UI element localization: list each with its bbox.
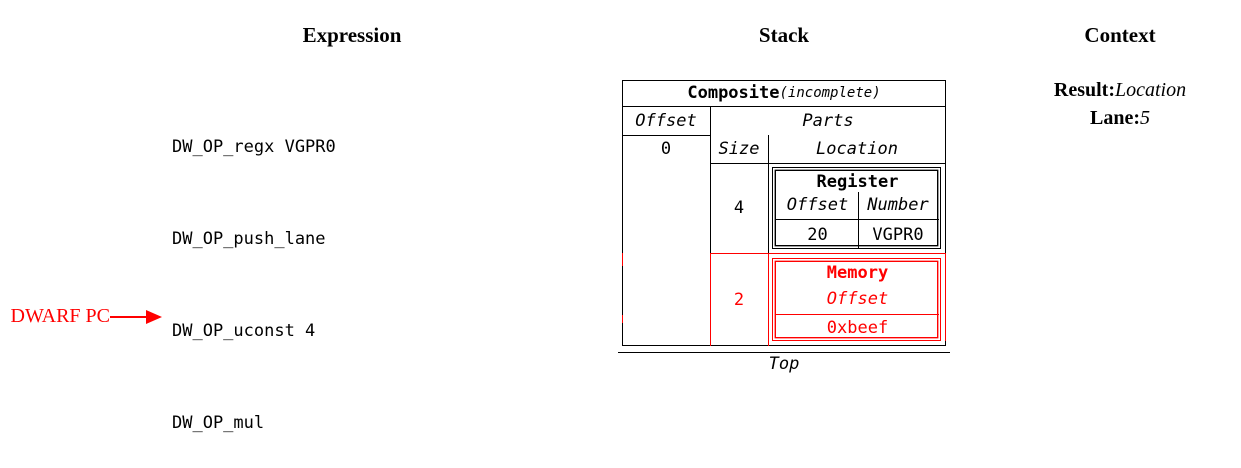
memory-location-box: Memory Offset 0xbeef [772, 258, 941, 341]
expression-opcode-list: DW_OP_regx VGPR0 DW_OP_push_lane DW_OP_u… [172, 71, 366, 468]
memory-title: Memory [826, 263, 889, 283]
size-column-header: Size [718, 139, 760, 159]
opcode-line: DW_OP_uconst 4 [172, 321, 316, 342]
left-border-highlight-tick [622, 253, 624, 266]
offset-header-divider [622, 135, 710, 137]
composite-header-divider [622, 106, 946, 108]
left-border-highlight-tick [622, 315, 624, 323]
right-border-highlight-segment [944, 253, 946, 341]
memory-offset-value: 0xbeef [826, 318, 889, 338]
dwarf-pc-arrow-icon [146, 310, 162, 324]
dwarf-pc-arrow-line [110, 316, 148, 318]
size-location-divider-highlight [768, 253, 770, 346]
memory-offset-header: Offset [826, 288, 889, 309]
context-lane-line: Lane:5 [1000, 104, 1240, 132]
offset-column-header: Offset [635, 110, 697, 131]
dwarf-pc-label: DWARF PC [10, 305, 110, 327]
size-location-divider [768, 135, 770, 253]
offset-parts-divider-highlight [710, 253, 712, 346]
part-size-value-highlight: 2 [733, 289, 745, 310]
register-offset-value: 20 [807, 224, 828, 245]
opcode-line: DW_OP_mul [172, 413, 265, 434]
highlight-row-top-divider [710, 253, 946, 255]
memory-row-divider [776, 314, 939, 316]
stack-top-label: Top [768, 354, 800, 374]
offset-parts-divider [710, 106, 712, 253]
lane-value: 5 [1140, 107, 1150, 129]
register-offset-header: Offset [786, 195, 849, 215]
register-title: Register [816, 171, 899, 192]
stack-column-title: Stack [758, 23, 810, 47]
composite-qualifier: (incomplete) [779, 85, 881, 101]
part-size-value: 4 [733, 198, 745, 218]
register-row-divider [776, 219, 939, 221]
offset-value: 0 [660, 139, 672, 159]
context-result-line: Result:Location [1000, 76, 1240, 104]
composite-header: Composite(incomplete) [622, 80, 946, 106]
stack-top-line [618, 352, 950, 354]
register-number-header: Number [867, 195, 929, 215]
parts-column-header: Parts [802, 110, 854, 131]
register-number-value: VGPR0 [872, 224, 924, 245]
result-value: Location [1114, 79, 1187, 101]
location-column-header: Location [816, 139, 898, 159]
lane-label: Lane: [1090, 107, 1140, 129]
composite-table-border [622, 80, 946, 346]
opcode-line: DW_OP_regx VGPR0 [172, 137, 336, 158]
result-label: Result: [1053, 79, 1115, 101]
register-location-box: Register Offset Number 20 VGPR0 [772, 167, 941, 249]
context-column-title: Context [1084, 23, 1156, 47]
expression-column-title: Expression [302, 23, 402, 47]
composite-title: Composite [687, 83, 780, 103]
opcode-line: DW_OP_push_lane [172, 229, 326, 250]
size-location-header-divider [710, 163, 946, 165]
